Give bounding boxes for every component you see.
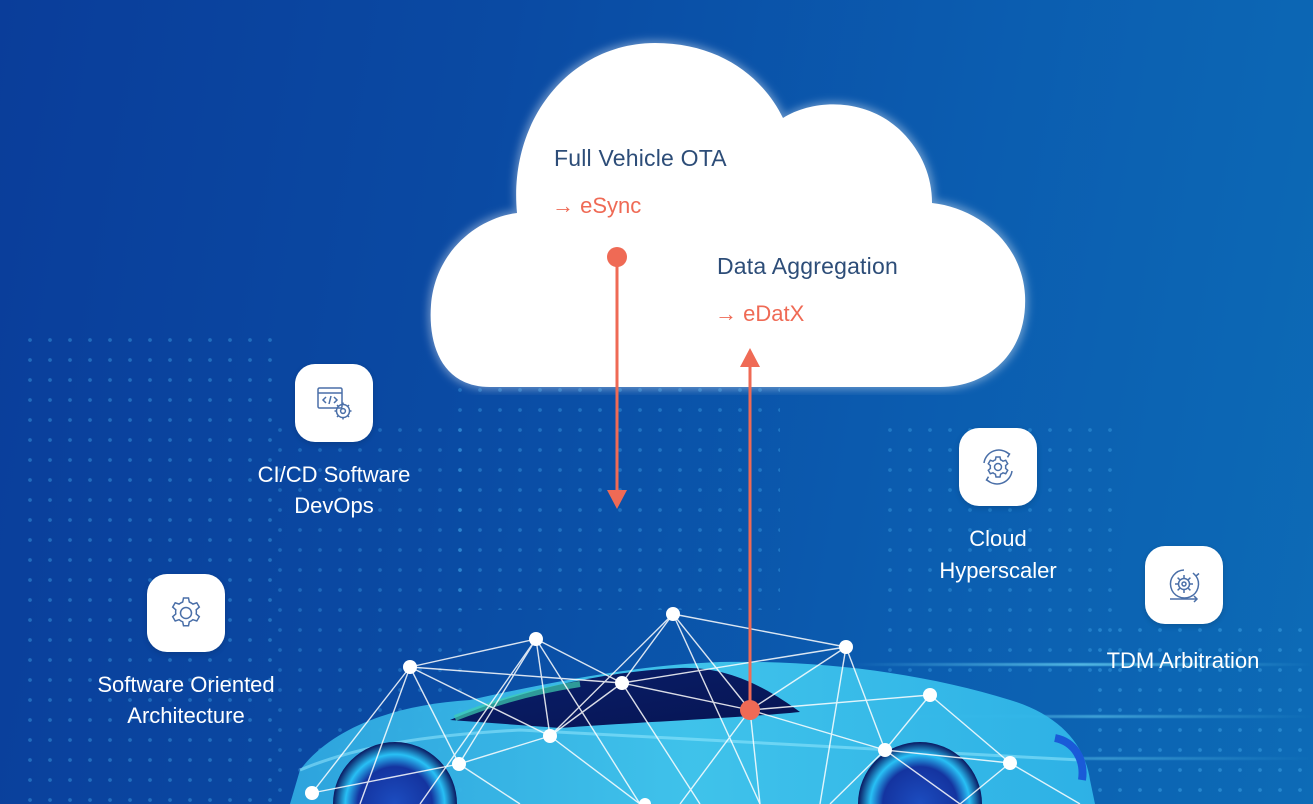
esync-link[interactable]: → eSync — [552, 193, 642, 218]
dot-matrix-left — [20, 330, 280, 804]
light-streak — [880, 715, 1313, 718]
light-streak — [900, 757, 1313, 760]
gear-icon — [171, 597, 201, 627]
code-window-gear-icon — [317, 387, 352, 420]
cloud-shape — [427, 40, 1029, 390]
edatx-link[interactable]: → eDatX — [715, 301, 805, 326]
rear-wheel — [333, 742, 457, 804]
car-window — [450, 667, 800, 728]
gear-cycle-icon — [983, 449, 1013, 485]
ota-title: Full Vehicle OTA — [554, 145, 727, 171]
tdm-arbitration-tile[interactable] — [1145, 546, 1223, 624]
data-aggregation-title: Data Aggregation — [717, 253, 898, 279]
light-streak — [850, 663, 1313, 666]
dot-matrix-far-right — [1090, 620, 1313, 804]
cloud-panel: Full Vehicle OTA → eSync Data Aggregatio… — [420, 25, 1040, 395]
gear-loop-arrow-icon — [1169, 569, 1200, 603]
software-oriented-architecture-tile[interactable] — [147, 574, 225, 652]
cloud-hyperscaler-tile[interactable] — [959, 428, 1037, 506]
cicd-devops-tile[interactable] — [295, 364, 373, 442]
